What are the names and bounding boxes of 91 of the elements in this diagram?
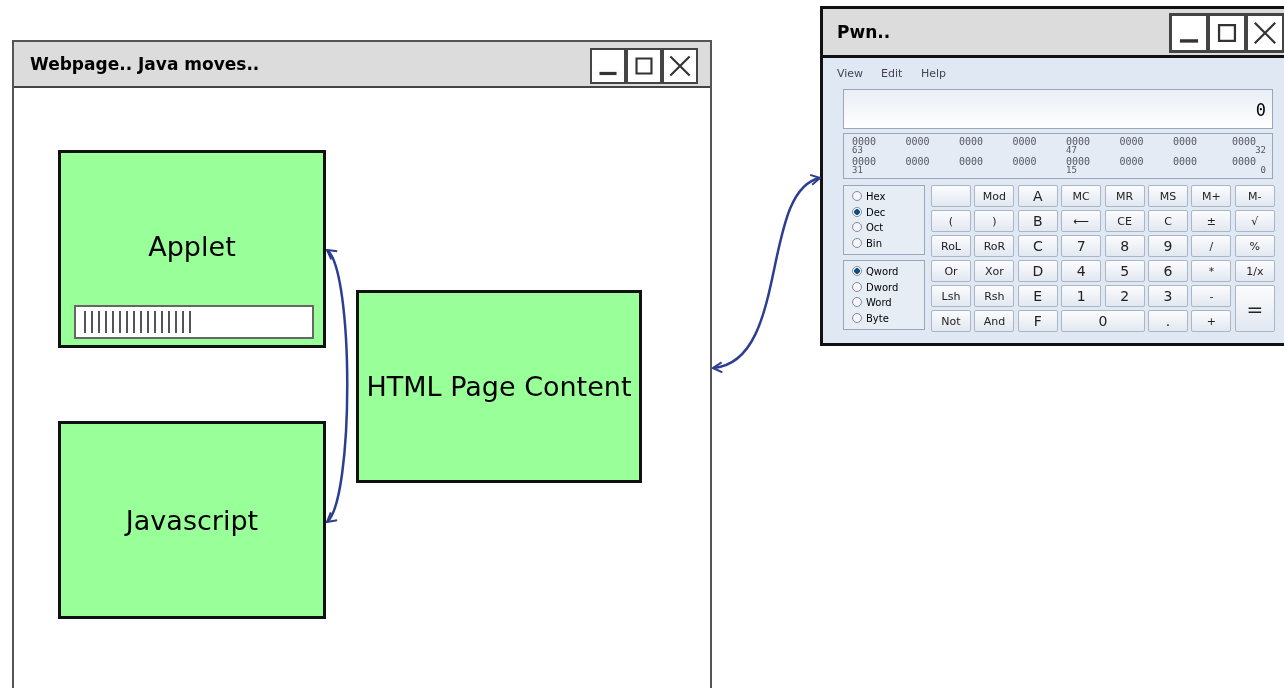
bit-index: 63 [852, 145, 863, 155]
calculator-key: CE [1104, 210, 1145, 232]
calculator-key: ± [1191, 210, 1232, 232]
calculator-key: MS [1148, 185, 1188, 207]
calculator-key: Xor [974, 260, 1015, 282]
bit-digits: 0000 [852, 156, 877, 167]
calculator-key: Rsh [974, 285, 1015, 307]
menu-item: Edit [881, 67, 903, 80]
window-title: Pwn.. [837, 22, 891, 42]
calculator-key: - [1191, 285, 1232, 307]
calculator-key: √ [1234, 210, 1275, 232]
radio-button: Byte [852, 312, 889, 324]
window-title: Webpage.. Java moves.. [30, 54, 260, 74]
calculator-key: ) [974, 210, 1015, 232]
bit-digits: 0000 [1119, 136, 1144, 147]
calculator-key: F [1017, 310, 1058, 332]
calculator-window [820, 6, 1284, 346]
bit-digits: 0000 [959, 136, 984, 147]
display-value: 0 [1255, 100, 1266, 120]
calculator-key: A [1017, 185, 1058, 207]
bit-digits: 0000 [1232, 156, 1257, 167]
radio-button: Hex [852, 191, 886, 202]
calculator-key: 7 [1061, 235, 1102, 257]
box-label: Applet [148, 231, 236, 262]
bit-index: 32 [1255, 145, 1266, 155]
calculator-key: / [1191, 235, 1232, 257]
calculator-key: 4 [1061, 260, 1102, 282]
bit-digits: 0000 [905, 136, 930, 147]
calculator-key: = [1234, 285, 1275, 332]
calculator-key: 3 [1148, 285, 1188, 307]
double-arrow [712, 176, 821, 372]
calculator-key: 0 [1061, 310, 1145, 332]
calculator-key: ⟵ [1061, 210, 1102, 232]
bit-index: 0 [1260, 165, 1266, 175]
bit-digits: 0000 [1066, 156, 1091, 167]
calculator-key: C [1148, 210, 1188, 232]
calculator-key: Or [931, 260, 971, 282]
calculator-key: MR [1104, 185, 1145, 207]
content-box [356, 290, 642, 483]
calculator-key: 1 [1061, 285, 1102, 307]
applet-box [58, 150, 326, 348]
calculator-key: C [1017, 235, 1058, 257]
bit-digits: 0000 [1066, 136, 1091, 147]
browser-window [12, 40, 712, 688]
radio-button: Word [852, 297, 892, 308]
calculator-key: % [1234, 235, 1275, 257]
calculator-key: Not [931, 310, 971, 332]
calculator-key: MC [1061, 185, 1102, 207]
radio-button: Dec [852, 206, 886, 218]
calculator-key: 1/x [1234, 260, 1275, 282]
bit-digits: 0000 [1012, 156, 1037, 167]
radio-button: Qword [852, 266, 899, 277]
calculator-key: M- [1234, 185, 1275, 207]
calculator-key: 8 [1104, 235, 1145, 257]
bit-digits: 0000 [1119, 156, 1144, 167]
bit-digits: 0000 [959, 156, 984, 167]
calculator-key: 6 [1148, 260, 1188, 282]
bit-digits: 0000 [1012, 136, 1037, 147]
bit-digits: 0000 [1173, 136, 1198, 147]
double-arrow [325, 249, 349, 523]
bit-index: 47 [1066, 145, 1077, 155]
radio-button: Dword [852, 281, 899, 293]
calculator-key: ( [931, 210, 971, 232]
calculator-key: 9 [1148, 235, 1188, 257]
bit-digits: 0000 [1173, 156, 1198, 167]
calculator-key: B [1017, 210, 1058, 232]
script-box [58, 421, 326, 619]
menu-item: Help [921, 67, 947, 80]
calculator-key: D [1017, 260, 1058, 282]
calculator-key: + [1191, 310, 1232, 332]
bit-index: 15 [1066, 165, 1077, 175]
calculator-key: Lsh [931, 285, 971, 307]
radio-button: Bin [852, 237, 882, 249]
calculator-key: . [1148, 310, 1188, 332]
calculator-key: 5 [1104, 260, 1145, 282]
calculator-key: E [1017, 285, 1058, 307]
calculator-key: RoL [931, 235, 971, 257]
calculator-key: * [1191, 260, 1232, 282]
calculator-key: RoR [974, 235, 1015, 257]
bit-digits: 0000 [905, 156, 930, 167]
bit-digits: 0000 [852, 136, 877, 147]
bit-index: 31 [852, 165, 863, 175]
radio-button: Oct [852, 222, 884, 233]
menu-item: View [837, 67, 864, 80]
bit-digits: 0000 [1232, 136, 1257, 147]
box-label: Javascript [125, 504, 259, 536]
calculator-key: M+ [1191, 185, 1232, 207]
box-label: HTML Page Content [366, 371, 632, 402]
calculator-key: And [974, 310, 1015, 332]
calculator-key: 2 [1104, 285, 1145, 307]
calculator-key: Mod [974, 185, 1015, 207]
